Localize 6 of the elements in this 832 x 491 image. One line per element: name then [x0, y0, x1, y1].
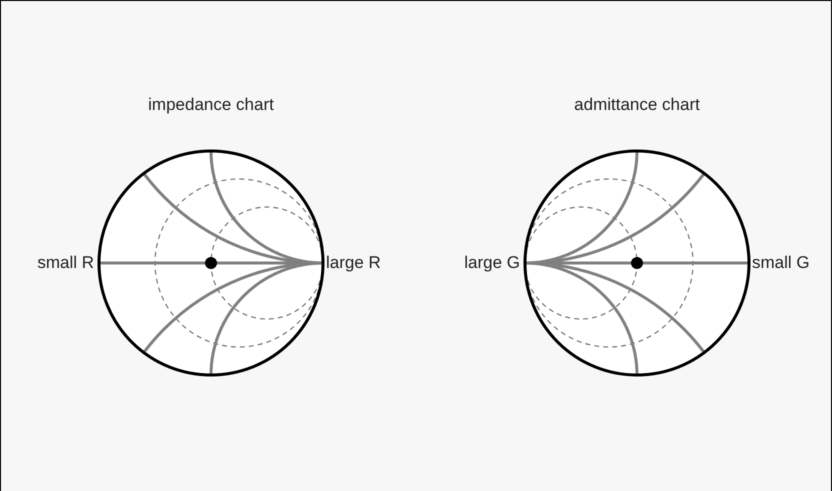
axis-end-label: small R [37, 252, 94, 274]
chart-title: admittance chart [574, 94, 700, 116]
axis-end-label: large R [326, 252, 381, 274]
axis-end-label: small G [752, 252, 810, 274]
chart-title: impedance chart [148, 94, 274, 116]
axis-end-label: large G [464, 252, 520, 274]
